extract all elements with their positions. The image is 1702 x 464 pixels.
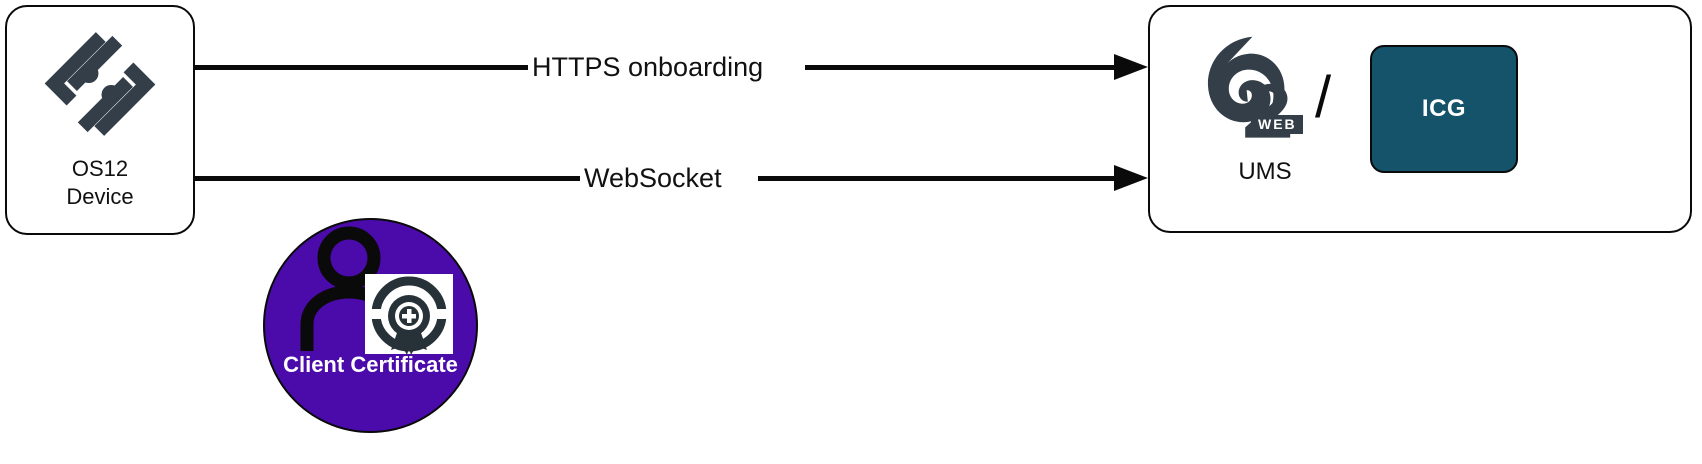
lantronix-loop-icon [1190,32,1310,152]
node-os12-caption: OS12 Device [7,155,193,211]
edge-https-label: HTTPS onboarding [528,49,768,85]
node-os12-device[interactable]: OS12 Device [5,5,195,235]
node-os12-caption-line1: OS12 [71,156,129,181]
edge-https-line-right [805,65,1116,70]
node-os12-caption-line2: Device [66,184,134,209]
icg-chip[interactable]: ICG [1370,45,1518,173]
edge-https-arrowhead-icon [1114,54,1148,80]
node-ums-icg[interactable]: WEB / UMS ICG [1148,5,1692,233]
edge-websocket-arrowhead-icon [1114,165,1148,191]
node-ums-caption: UMS [1238,158,1292,185]
edge-websocket-line-right [758,176,1116,181]
web-badge: WEB [1251,115,1303,134]
badge-client-certificate[interactable] [263,218,478,433]
icg-chip-label: ICG [1421,95,1467,122]
edge-https-onboarding: HTTPS onboarding [195,49,1150,85]
edge-websocket: WebSocket [195,160,1150,196]
edge-websocket-line-left [195,176,587,181]
lantronix-loop-icon [7,25,193,143]
separator-slash: / [1315,65,1332,130]
edge-https-line-left [195,65,535,70]
user-certificate-icon [287,226,459,366]
edge-websocket-label: WebSocket [580,160,726,196]
